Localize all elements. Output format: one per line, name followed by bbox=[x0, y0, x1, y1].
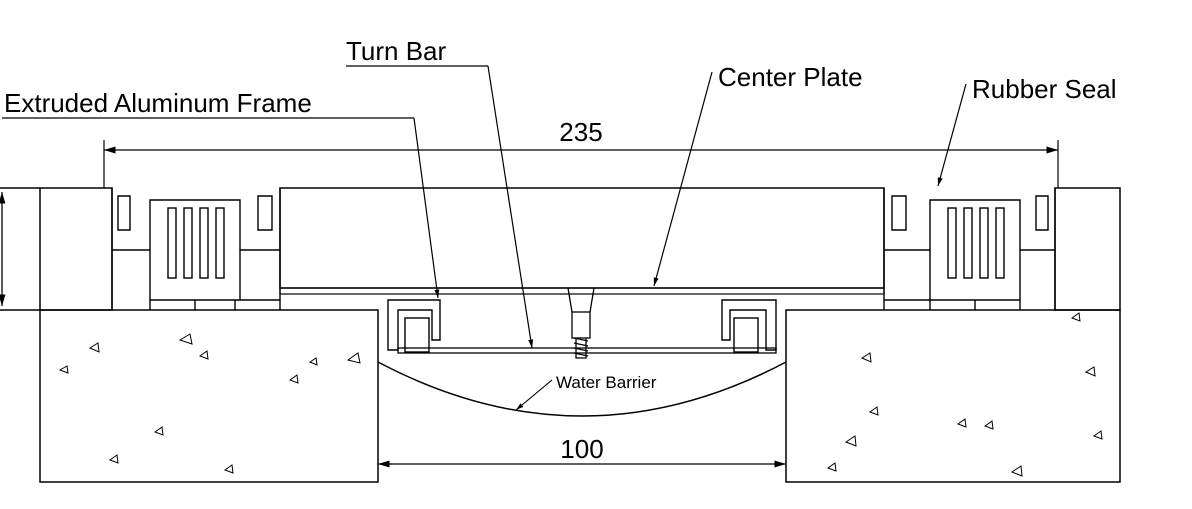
left-clamp bbox=[387, 299, 441, 353]
water-barrier bbox=[377, 361, 787, 417]
left-aluminum-frame bbox=[111, 188, 281, 310]
rubber-seal-label: Rubber Seal bbox=[972, 74, 1117, 104]
rubber-seal-callout: Rubber Seal bbox=[937, 74, 1117, 187]
overall-dimension-value: 235 bbox=[559, 117, 602, 147]
center-plate-callout: Center Plate bbox=[653, 62, 863, 287]
right-topping-slab bbox=[1054, 187, 1121, 311]
water-barrier-label: Water Barrier bbox=[556, 373, 657, 392]
left-topping-slab bbox=[0, 187, 113, 311]
right-clamp bbox=[721, 299, 777, 353]
turn-bar-callout: Turn Bar bbox=[346, 36, 534, 349]
water-barrier-callout: Water Barrier bbox=[515, 373, 657, 411]
turn-bar-label: Turn Bar bbox=[346, 36, 447, 66]
extruded-frame-callout: Extruded Aluminum Frame bbox=[2, 88, 440, 299]
extruded-frame-label: Extruded Aluminum Frame bbox=[4, 88, 312, 118]
right-concrete-slab bbox=[785, 309, 1121, 483]
center-bolt bbox=[567, 287, 595, 359]
center-plate bbox=[279, 187, 885, 295]
left-concrete-slab bbox=[39, 309, 379, 483]
turn-bar bbox=[397, 347, 777, 354]
gap-dimension-value: 100 bbox=[560, 434, 603, 464]
center-plate-label: Center Plate bbox=[718, 62, 863, 92]
right-aluminum-frame bbox=[883, 188, 1056, 310]
overall-dimension: 235 bbox=[103, 117, 1059, 188]
gap-dimension: 100 bbox=[378, 434, 786, 468]
